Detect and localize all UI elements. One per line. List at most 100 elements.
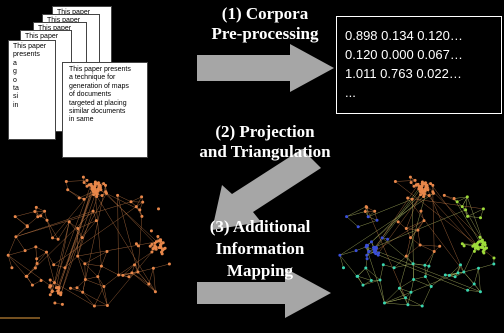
graph-node — [130, 271, 134, 275]
graph-node — [429, 182, 433, 186]
graph-node — [104, 183, 107, 187]
graph-edge — [357, 276, 364, 286]
graph-node — [39, 214, 43, 218]
graph-edge — [371, 196, 424, 243]
graph-edge — [77, 256, 86, 280]
graph-edge — [57, 221, 70, 240]
graph-node — [66, 188, 70, 192]
graph-edge — [82, 220, 97, 238]
graph-edge — [52, 187, 95, 239]
graph-edge — [131, 272, 149, 285]
graph-edge — [411, 199, 414, 280]
arrow-step3 — [197, 268, 331, 318]
graph-edge — [398, 221, 407, 229]
graph-edge — [373, 209, 466, 248]
graph-node — [56, 289, 60, 293]
graph-node — [483, 243, 487, 247]
graph-node — [466, 214, 470, 218]
graph-edge — [399, 279, 414, 289]
graph-edge — [122, 264, 135, 276]
graph-edge — [122, 271, 138, 276]
graph-edge — [46, 220, 53, 238]
graph-node — [416, 228, 420, 232]
graph-node — [53, 281, 56, 285]
graph-edge — [417, 230, 421, 246]
graph-node — [365, 257, 369, 261]
graph-node — [438, 244, 442, 248]
graph-node — [378, 278, 382, 282]
graph-node — [482, 248, 486, 252]
graph-node — [60, 302, 64, 306]
graph-edge — [50, 184, 92, 295]
graph-edge — [130, 196, 142, 202]
step2-line1: (2) Projection — [215, 122, 315, 141]
graph-node — [154, 247, 158, 251]
graph-node — [422, 192, 426, 196]
graph-node — [464, 208, 468, 212]
graph-node — [442, 193, 446, 197]
graph-node — [485, 246, 488, 250]
graph-edge — [27, 216, 38, 226]
graph-node — [342, 266, 345, 270]
graph-node — [50, 289, 54, 293]
graph-edge — [480, 208, 484, 218]
graph-edge — [449, 264, 461, 276]
graph-node — [370, 240, 373, 244]
graph-edge — [15, 216, 28, 227]
graph-node — [93, 184, 97, 188]
graph-node — [422, 219, 426, 223]
graph-node — [432, 191, 435, 195]
graph-edge — [97, 276, 108, 306]
graph-edge — [94, 286, 105, 307]
graph-node — [462, 244, 466, 248]
document-fragment: si — [13, 93, 19, 101]
graph-node — [147, 282, 151, 286]
graph-edge — [394, 263, 414, 268]
graph-node — [49, 284, 53, 288]
graph-node — [404, 296, 407, 300]
graph-edge — [50, 279, 95, 307]
graph-edge — [77, 187, 101, 257]
graph-edge — [76, 279, 86, 288]
graph-edge — [8, 250, 26, 256]
graph-node — [354, 249, 358, 253]
graph-edge — [413, 276, 426, 280]
graph-node — [83, 278, 87, 281]
graph-node — [447, 273, 451, 277]
graph-node — [6, 253, 10, 257]
graph-node — [34, 245, 38, 249]
graph-node — [361, 283, 365, 287]
graph-edge — [368, 216, 378, 221]
graph-edge — [346, 216, 359, 227]
graph-edge — [346, 206, 367, 217]
graph-edge — [35, 246, 37, 259]
graph-edge — [406, 188, 423, 229]
graph-node — [443, 273, 447, 277]
graph-node — [406, 196, 410, 200]
graph-edge — [406, 228, 418, 231]
graph-edge — [84, 263, 98, 277]
graph-node — [95, 192, 99, 196]
graph-edge — [384, 302, 408, 306]
graph-node — [460, 242, 464, 246]
graph-edge — [46, 251, 54, 265]
graph-edge — [106, 193, 156, 244]
graph-edge — [46, 252, 55, 283]
graph-node — [492, 262, 496, 266]
graph-edge — [358, 220, 378, 228]
graph-node — [90, 185, 94, 188]
graph-edge — [395, 180, 416, 182]
graph-edge — [399, 288, 412, 293]
graph-node — [157, 207, 160, 211]
graph-edge — [357, 275, 372, 281]
graph-node — [465, 195, 469, 199]
graph-node — [10, 266, 14, 270]
graph-node — [419, 209, 423, 213]
graph-edge — [117, 195, 132, 202]
graph-node — [432, 250, 436, 253]
graph-edge — [15, 236, 26, 251]
graph-node — [33, 210, 37, 213]
arrows — [197, 44, 334, 318]
graph-node — [153, 241, 157, 245]
